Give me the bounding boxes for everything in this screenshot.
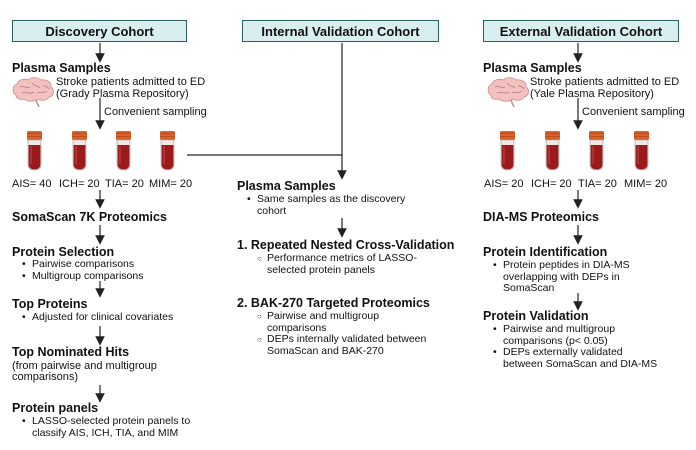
hits-sub-line2: comparisons) (12, 371, 79, 383)
step1-title: 1. Repeated Nested Cross-Validation (237, 238, 455, 252)
blood-tube-icon (159, 131, 176, 171)
blood-tube-icon (499, 131, 516, 171)
list-item-cont: SomaScan (503, 282, 555, 294)
list-item-cont: SomaScan and BAK-270 (267, 344, 384, 357)
discovery-proteomics-title: SomaScan 7K Proteomics (12, 210, 167, 224)
blood-tube-icon (633, 131, 650, 171)
protein-selection-list: Pairwise comparisons Multigroup comparis… (22, 258, 143, 283)
tube-label-mim: MIM= 20 (149, 178, 193, 190)
list-item-cont: classify AIS, ICH, TIA, and MIM (22, 426, 190, 440)
internal-plasma-list: Same samples as the discovery cohort (247, 193, 405, 217)
discovery-plasma-title: Plasma Samples (12, 61, 111, 75)
tube-label-ich: ICH= 20 (59, 178, 100, 190)
list-item: DEPs externally validated (493, 346, 657, 359)
external-validation-cohort-header: External Validation Cohort (483, 20, 679, 42)
top-proteins-list: Adjusted for clinical covariates (22, 311, 173, 324)
list-item-cont: cohort (257, 204, 287, 217)
list-item: LASSO-selected protein panels to (22, 415, 191, 428)
external-plasma-line2: (Yale Plasma Repository) (530, 88, 654, 100)
discovery-plasma-line2: (Grady Plasma Repository) (56, 88, 189, 100)
ext-tube-label-ich: ICH= 20 (531, 178, 572, 190)
list-item: DEPs internally validated between (257, 333, 426, 346)
top-proteins-title: Top Proteins (12, 297, 88, 311)
list-item-cont: selected protein panels (267, 263, 375, 276)
list-item-cont: comparisons (p< 0.05) (503, 334, 608, 347)
internal-validation-cohort-header: Internal Validation Cohort (242, 20, 439, 42)
list-item: Pairwise and multigroup (257, 310, 426, 323)
protein-validation-list: Pairwise and multigroup comparisons (p< … (493, 323, 658, 370)
protein-identification-title: Protein Identification (483, 245, 608, 259)
external-plasma-line1: Stroke patients admitted to ED (530, 76, 680, 88)
brain-icon (12, 77, 54, 107)
external-sampling-label: Convenient sampling (582, 106, 685, 118)
protein-validation-title: Protein Validation (483, 309, 589, 323)
brain-icon (487, 77, 529, 107)
protein-panels-list: LASSO-selected protein panels to classif… (22, 415, 191, 440)
list-item: Same samples as the discovery (247, 193, 405, 206)
list-item: Pairwise comparisons (22, 258, 143, 271)
step1-list: Performance metrics of LASSO- selected p… (257, 252, 417, 276)
tube-label-tia: TIA= 20 (105, 178, 144, 190)
external-plasma-title: Plasma Samples (483, 61, 582, 75)
protein-panels-title: Protein panels (12, 401, 99, 415)
list-item-cont: comparisons (267, 321, 327, 334)
list-item-cont: overlapping with DEPs in (503, 270, 620, 283)
hits-sub-line1: (from pairwise and multigroup (12, 360, 157, 372)
step2-list: Pairwise and multigroup comparisons DEPs… (257, 310, 426, 357)
list-item: Multigroup comparisons (22, 270, 143, 283)
list-item: Pairwise and multigroup (493, 323, 657, 336)
ext-tube-label-mim: MIM= 20 (624, 178, 668, 190)
discovery-plasma-line1: Stroke patients admitted to ED (56, 76, 206, 88)
blood-tube-icon (588, 131, 605, 171)
top-nominated-hits-title: Top Nominated Hits (12, 345, 130, 359)
panels-line2: classify AIS, ICH, TIA, and MIM (32, 426, 179, 439)
blood-tube-icon (26, 131, 43, 171)
tube-label-ais: AIS= 40 (12, 178, 52, 190)
list-item: Performance metrics of LASSO- (257, 252, 417, 265)
list-item: Adjusted for clinical covariates (22, 311, 173, 324)
step2-title: 2. BAK-270 Targeted Proteomics (237, 296, 430, 310)
blood-tube-icon (115, 131, 132, 171)
blood-tube-icon (71, 131, 88, 171)
discovery-cohort-header: Discovery Cohort (12, 20, 187, 42)
list-item-cont: between SomaScan and DIA-MS (503, 357, 658, 370)
panels-line1: LASSO-selected protein panels to (32, 415, 191, 427)
internal-plasma-title: Plasma Samples (237, 179, 336, 193)
external-proteomics-title: DIA-MS Proteomics (483, 210, 599, 224)
protein-identification-list: Protein peptides in DIA-MS overlapping w… (493, 259, 630, 295)
protein-selection-title: Protein Selection (12, 245, 115, 259)
discovery-sampling-label: Convenient sampling (104, 106, 207, 118)
list-item: Protein peptides in DIA-MS (493, 259, 630, 272)
ext-tube-label-tia: TIA= 20 (578, 178, 617, 190)
blood-tube-icon (544, 131, 561, 171)
ext-tube-label-ais: AIS= 20 (484, 178, 524, 190)
